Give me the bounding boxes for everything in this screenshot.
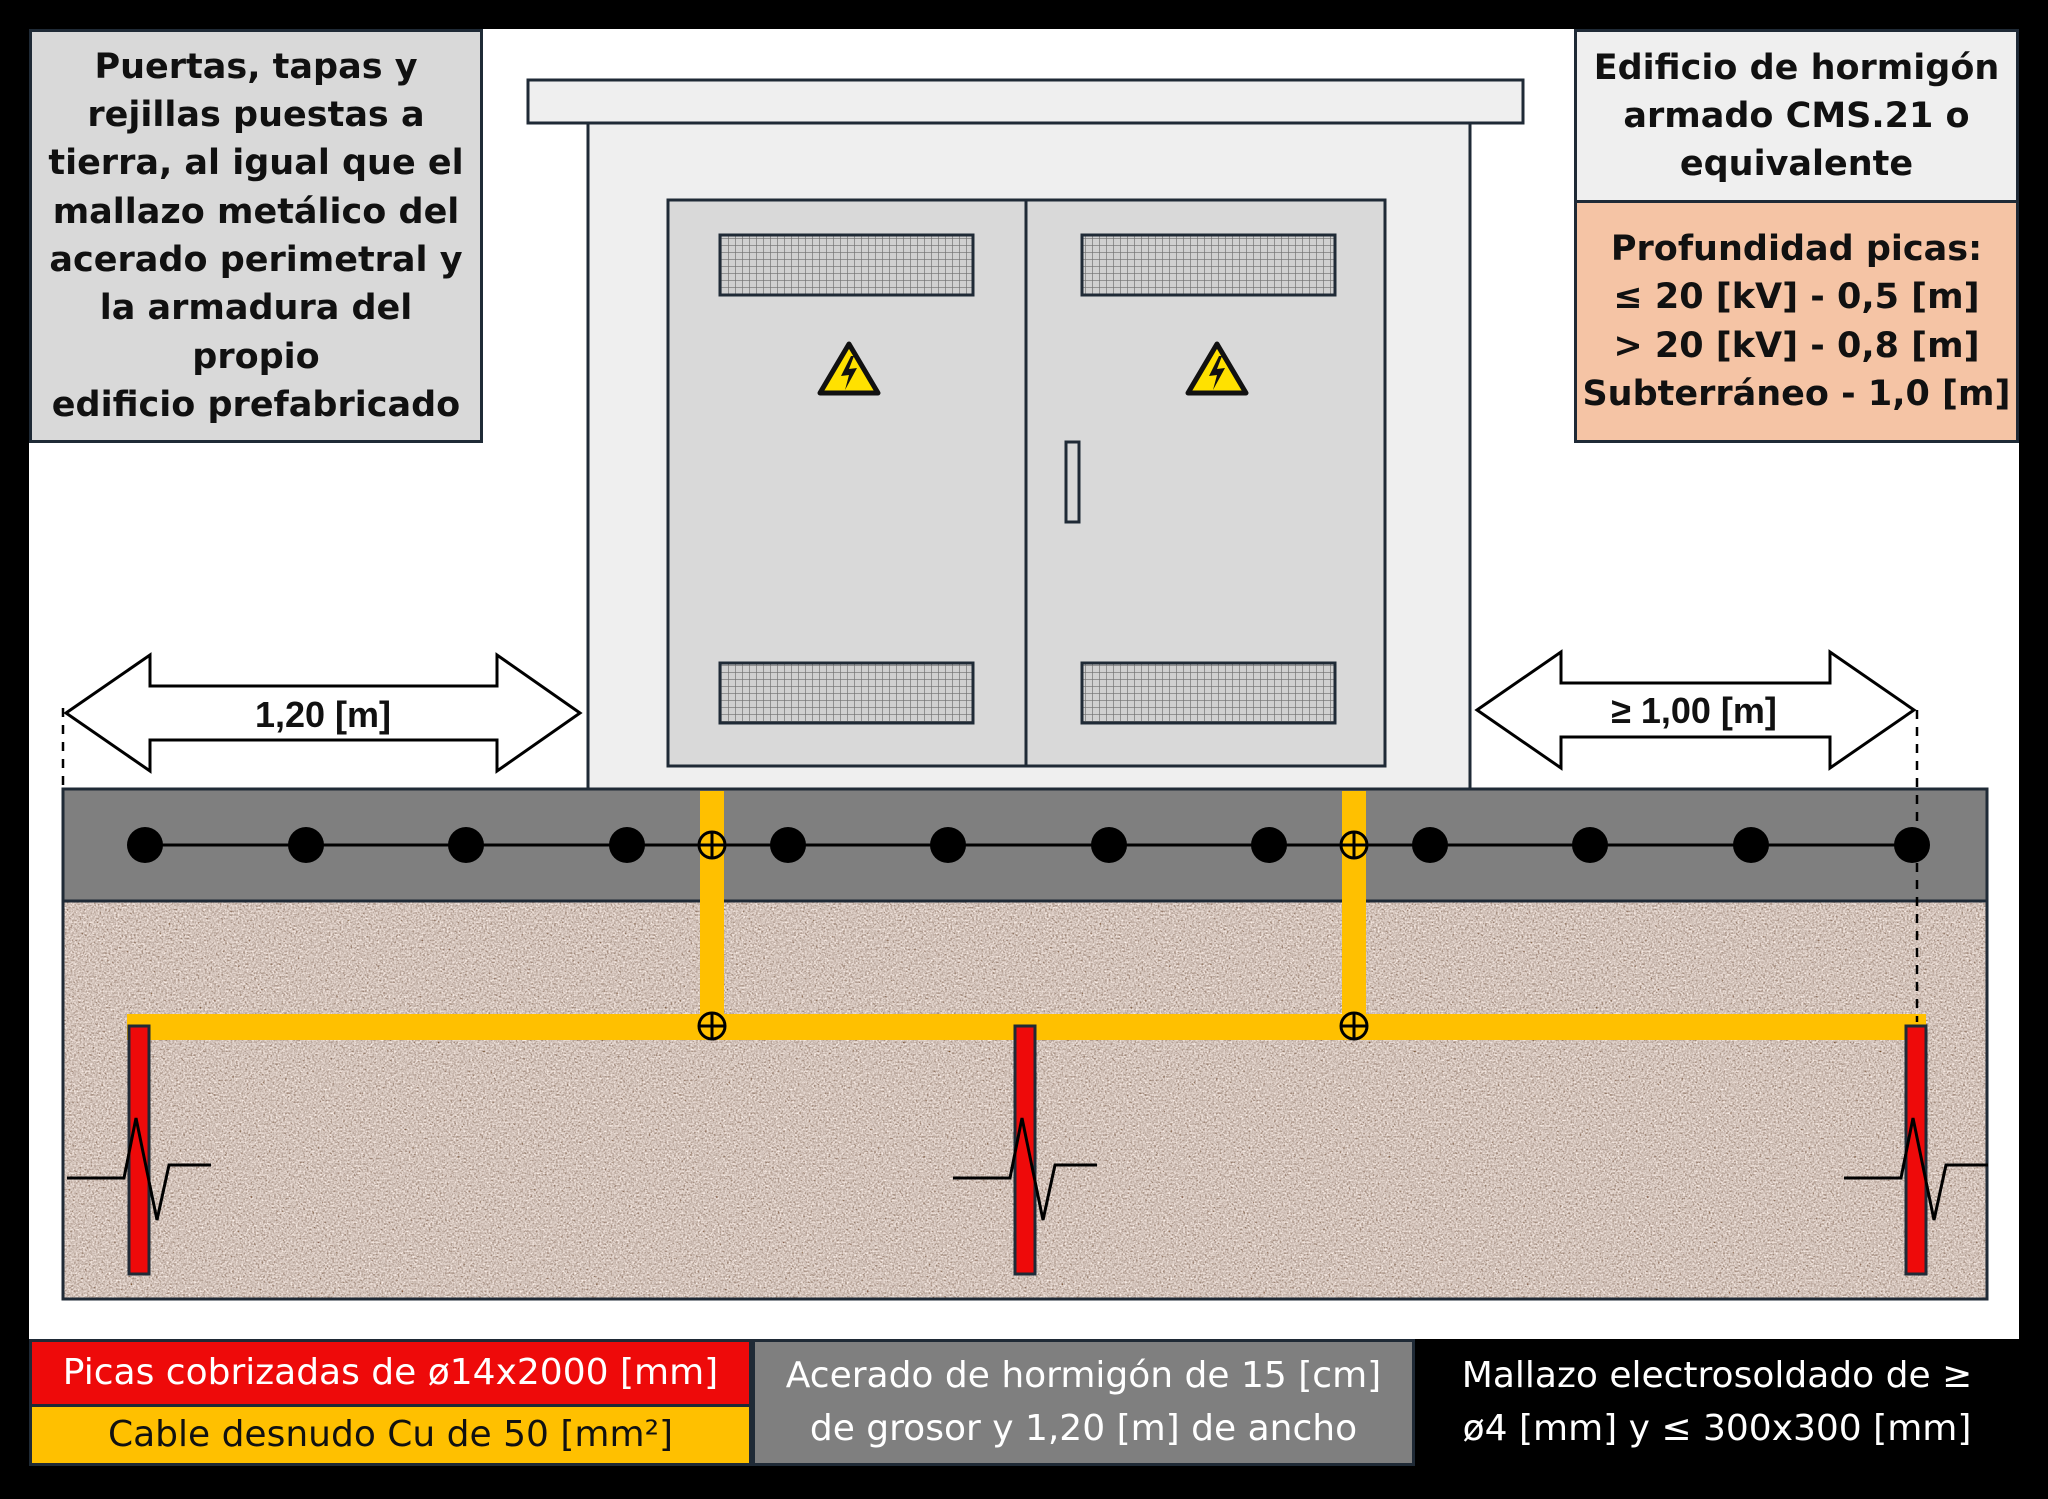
ventilation-grille	[718, 233, 975, 297]
note-line: la armadura del propio	[99, 288, 413, 377]
ventilation-grille	[1080, 661, 1337, 725]
building-type-text: Edificio de hormigón armado CMS.21 o equ…	[1594, 44, 2000, 189]
note-line: edificio prefabricado	[51, 384, 461, 425]
high-voltage-warning-icon	[1185, 341, 1249, 396]
connection-symbol	[1339, 830, 1369, 860]
grounded-parts-note: Puertas, tapas y rejillas puestas a tier…	[29, 29, 483, 443]
connections	[697, 830, 1369, 1041]
mesh-node	[930, 827, 966, 863]
mesh-node	[288, 827, 324, 863]
note-line: tierra, al igual que el	[48, 143, 464, 184]
connection-symbol	[697, 1011, 727, 1041]
grounded-parts-text: Puertas, tapas y rejillas puestas a tier…	[36, 43, 476, 429]
note-line: Edificio de hormigón	[1593, 47, 2000, 88]
legend-line: Acerado de hormigón de 15 [cm]	[785, 1355, 1382, 1397]
building-type-note: Edificio de hormigón armado CMS.21 o equ…	[1574, 29, 2019, 200]
note-line: armado CMS.21 o	[1623, 95, 1970, 136]
legend-text: Cable desnudo Cu de 50 [mm²]	[107, 1413, 674, 1455]
note-line: acerado perimetral y	[49, 240, 463, 280]
note-line: Puertas, tapas y	[94, 46, 418, 87]
ventilation-grille	[1080, 233, 1337, 297]
vertical-ground-cable	[700, 791, 724, 1026]
rod-depth-note: Profundidad picas: ≤ 20 [kV] - 0,5 [m] >…	[1574, 200, 2019, 443]
mesh-node	[127, 827, 163, 863]
building-roof	[526, 78, 1525, 125]
break-symbol	[67, 1117, 211, 1221]
ground-rod	[1844, 1024, 1988, 1276]
legend-line: ø4 [mm] y ≤ 300x300 [mm]	[1462, 1407, 1972, 1449]
mesh-node	[1412, 827, 1448, 863]
mesh-node	[448, 827, 484, 863]
mesh-node	[1894, 827, 1930, 863]
legend-sidewalk: Acerado de hormigón de 15 [cm] de grosor…	[752, 1339, 1415, 1466]
note-line: > 20 [kV] - 0,8 [m]	[1613, 325, 1980, 366]
ventilation-grille	[718, 661, 975, 725]
note-line: ≤ 20 [kV] - 0,5 [m]	[1613, 277, 1980, 318]
dimension-arrow-left: 1,20 [m]	[63, 652, 583, 774]
note-line: mallazo metálico del	[52, 191, 460, 232]
ground-rods	[67, 1024, 1988, 1276]
vertical-ground-cable	[1342, 791, 1366, 1026]
note-line: rejillas puestas a	[87, 95, 425, 136]
mesh-node	[609, 827, 645, 863]
high-voltage-warning-icon	[817, 341, 881, 396]
dimension-arrow-right: ≥ 1,00 [m]	[1474, 649, 1917, 771]
mesh-node	[1091, 827, 1127, 863]
connection-symbol	[1339, 1011, 1369, 1041]
mesh-node	[1733, 827, 1769, 863]
ground-rod	[953, 1024, 1097, 1276]
rod-depth-text: Profundidad picas: ≤ 20 [kV] - 0,5 [m] >…	[1582, 225, 2010, 418]
mesh-node	[1572, 827, 1608, 863]
connection-symbol	[697, 830, 727, 860]
mesh-node	[770, 827, 806, 863]
note-line: equivalente	[1679, 144, 1914, 185]
transformer-building	[526, 78, 1525, 792]
legend-welded-mesh: Mallazo electrosoldado de ≥ ø4 [mm] y ≤ …	[1415, 1339, 2019, 1466]
note-line: Subterráneo - 1,0 [m]	[1582, 373, 2011, 414]
legend-ground-rods: Picas cobrizadas de ø14x2000 [mm]	[29, 1339, 752, 1407]
legend-text-block: Mallazo electrosoldado de ≥ ø4 [mm] y ≤ …	[1462, 1350, 1972, 1454]
dimension-label-right: ≥ 1,00 [m]	[1611, 690, 1777, 731]
legend-text-block: Acerado de hormigón de 15 [cm] de grosor…	[786, 1350, 1381, 1454]
dimension-label-left: 1,20 [m]	[255, 694, 391, 735]
door-handle	[1064, 440, 1081, 524]
legend-text: Picas cobrizadas de ø14x2000 [mm]	[62, 1351, 719, 1393]
ground-rod	[67, 1024, 211, 1276]
welded-mesh	[127, 827, 1930, 863]
mesh-node	[1251, 827, 1287, 863]
break-symbol	[1844, 1117, 1988, 1221]
break-symbol	[953, 1117, 1097, 1221]
note-line: Profundidad picas:	[1610, 228, 1983, 269]
legend-copper-cable: Cable desnudo Cu de 50 [mm²]	[29, 1407, 752, 1466]
legend-line: de grosor y 1,20 [m] de ancho	[809, 1407, 1358, 1449]
legend-line: Mallazo electrosoldado de ≥	[1461, 1355, 1973, 1397]
